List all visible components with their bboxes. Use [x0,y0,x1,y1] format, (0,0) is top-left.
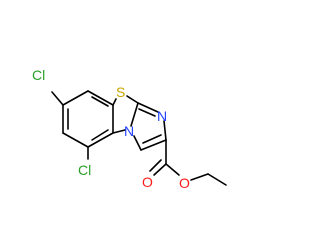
sulfur-label: S [116,84,125,100]
bond-c6-cl [51,91,64,106]
bond-c-o-ester [165,163,180,176]
bond-ch2-ch3 [207,173,227,186]
bond-c7-c7a-inner [91,96,109,107]
molecule-canvas: Cl Cl S N N O O [32,67,227,191]
bond-co-double-b [149,159,162,172]
bond-c7-c7a [87,90,114,106]
bond-c6-c7 [62,90,89,106]
bond-c2-n-imid-inner [138,108,156,117]
bonds [51,90,227,186]
bond-c-c-imid-inner [142,134,162,144]
ring-nitrogen-label: N [124,123,134,139]
bond-s-c2 [126,95,139,104]
bond-c-n-ring [133,135,142,151]
carbonyl-oxygen-label: O [142,174,153,190]
cl-bottom-label: Cl [78,162,91,178]
bond-c4-c5 [62,132,89,148]
ester-oxygen-label: O [179,175,190,191]
structure-diagram: Cl Cl S N N O O [32,67,227,191]
bond-c3a-c4-inner [91,129,109,141]
bond-co-double-a [153,163,167,176]
atom-labels: Cl Cl S N N O O [32,67,190,191]
bond-o-ch2 [190,173,209,181]
bond-c2-n [130,102,139,127]
bond-c3a-c4 [87,132,114,148]
cl-top-label: Cl [32,67,45,83]
bond-c2-n-imid [137,102,159,113]
bond-n-imid-c [163,120,167,141]
bond-c7a-s [112,98,117,106]
bond-n-c3a [112,129,126,134]
bond-c-c-imid [140,139,167,151]
imidazole-nitrogen-label: N [157,108,167,124]
